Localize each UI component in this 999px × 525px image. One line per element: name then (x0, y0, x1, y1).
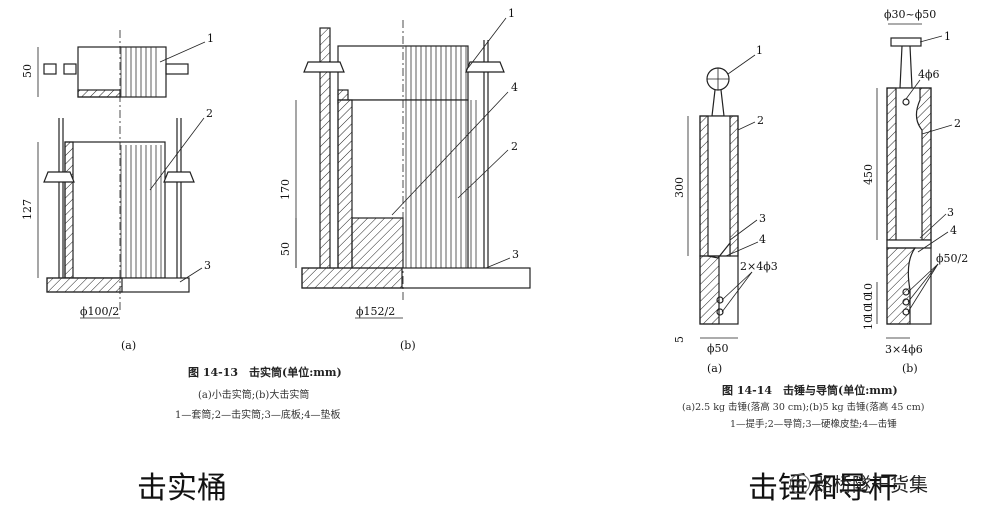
fig14-caption-line2: 1—提手;2—导筒;3—硬橡皮垫;4—击锤 (730, 419, 897, 430)
dimension-label: ϕ50/2 (936, 252, 968, 265)
watermark-text: 路桥隧干货集 (814, 474, 929, 496)
dimension-label: 10 (862, 294, 875, 308)
callout-label: 2 (954, 117, 961, 130)
dimension-label: 5 (673, 336, 686, 343)
dimension-label: 10 (862, 316, 875, 330)
fig13-caption-title: 图 14-13 击实筒(单位:mm) (188, 366, 342, 379)
callout-label: 3 (204, 259, 211, 272)
callout-label: 1 (756, 44, 763, 57)
callout-label: 1 (944, 30, 951, 43)
callout-label: 3 (947, 206, 954, 219)
dimension-label: 127 (21, 199, 34, 220)
subfigure-label: (a) (121, 339, 136, 352)
dimension-label: ϕ152/2 (356, 305, 395, 318)
callout-label: 2 (757, 114, 764, 127)
dimension-label: 450 (862, 164, 875, 185)
callout-label: 4 (950, 224, 957, 237)
dimension-label: 2×4ϕ3 (740, 260, 778, 273)
fig14b-drawing (876, 23, 953, 339)
fig14a-drawing (687, 54, 759, 339)
dimension-label: 10 (862, 283, 875, 297)
callout-label: 2 (206, 107, 213, 120)
subfigure-label: (b) (902, 362, 918, 375)
callout-label: 4 (511, 81, 518, 94)
fig13b-drawing (295, 17, 531, 319)
subfigure-label: (b) (400, 339, 416, 352)
fig13-caption-line1: (a)小击实筒;(b)大击实筒 (198, 390, 310, 401)
dimension-label: 300 (673, 177, 686, 198)
heading-left: 击实桶 (137, 471, 227, 506)
callout-label: 1 (207, 32, 214, 45)
watermark: ✆ 路桥隧干货集 (790, 470, 928, 497)
callout-label: 1 (508, 7, 515, 20)
fig13a-drawing (37, 30, 206, 319)
dimension-label: 4ϕ6 (918, 68, 940, 81)
wechat-icon: ✆ (790, 473, 810, 494)
fig13-caption-line2: 1—套筒;2—击实筒;3—底板;4—垫板 (175, 410, 341, 421)
heading-right: 击锤和导杆 (748, 471, 898, 506)
dimension-label: 10 (862, 305, 875, 319)
dimension-label: 3×4ϕ6 (885, 343, 923, 356)
callout-label: 2 (511, 140, 518, 153)
fig14-caption-title: 图 14-14 击锤与导筒(单位:mm) (722, 384, 898, 397)
dimension-label: 50 (21, 64, 34, 78)
fig14-caption-line1: (a)2.5 kg 击锤(落高 30 cm);(b)5 kg 击锤(落高 45 … (682, 402, 925, 413)
dimension-label: ϕ100/2 (80, 305, 119, 318)
dimension-label: ϕ30~ϕ50 (884, 8, 936, 21)
subfigure-label: (a) (707, 362, 722, 375)
dimension-label: 170 (279, 179, 292, 200)
callout-label: 3 (759, 212, 766, 225)
dimension-label: ϕ50 (707, 342, 729, 355)
callout-label: 3 (512, 248, 519, 261)
dimension-label: 50 (279, 242, 292, 256)
callout-label: 4 (759, 233, 766, 246)
